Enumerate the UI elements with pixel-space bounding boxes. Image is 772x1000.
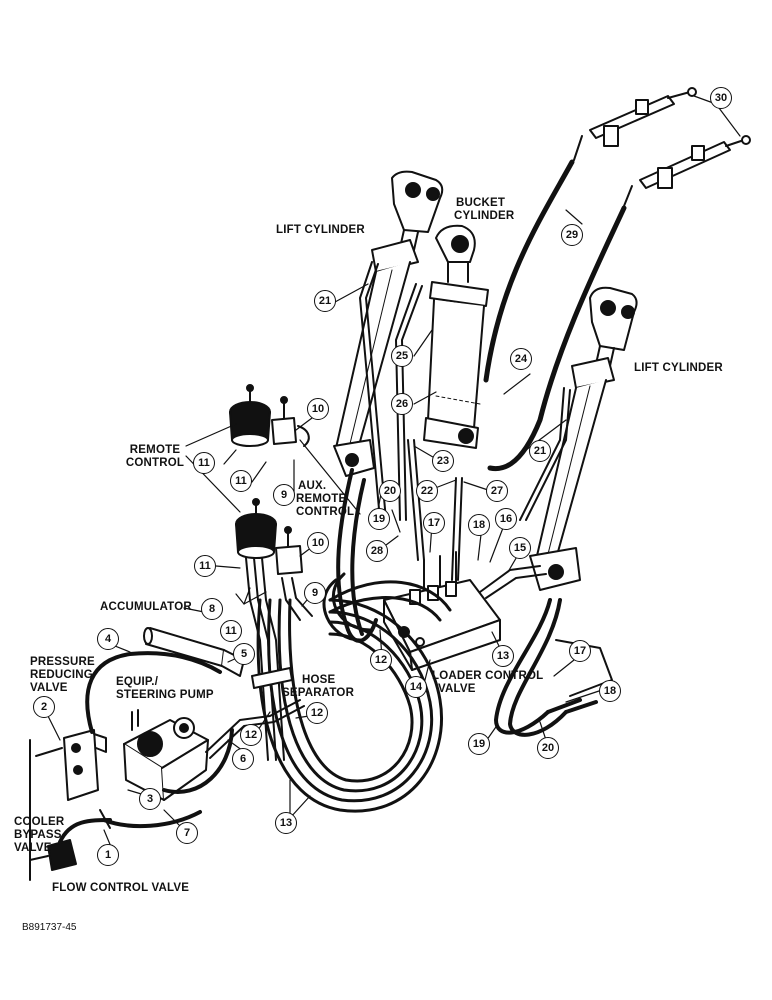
label-cooler-line3: VALVE xyxy=(14,842,52,854)
label-loader-line1: LOADER CONTROL xyxy=(432,670,544,682)
callout-3: 3 xyxy=(139,788,161,810)
equip-steering-pump xyxy=(123,709,209,801)
callout-28: 28 xyxy=(366,540,388,562)
label-bucket-line1: BUCKET xyxy=(456,197,506,209)
label-cooler-line2: BYPASS xyxy=(14,829,62,841)
callout-6: 6 xyxy=(232,748,254,770)
remote-control-lower xyxy=(235,498,303,575)
callout-21-lower: 21 xyxy=(529,440,551,462)
label-loader-line2: VALVE xyxy=(438,683,476,695)
callout-5: 5 xyxy=(233,643,255,665)
callout-11-a: 11 xyxy=(193,452,215,474)
callout-9-lower: 9 xyxy=(304,582,326,604)
callout-18-lower: 18 xyxy=(599,680,621,702)
callout-13-a: 13 xyxy=(492,645,514,667)
callout-12-a: 12 xyxy=(370,649,392,671)
callout-24: 24 xyxy=(510,348,532,370)
callout-13-b: 13 xyxy=(275,812,297,834)
callout-7: 7 xyxy=(176,822,198,844)
callout-21-upper: 21 xyxy=(314,290,336,312)
label-accumulator: ACCUMULATOR xyxy=(100,601,192,613)
hoses-19-20 xyxy=(494,598,613,737)
remote-control-upper xyxy=(229,384,310,447)
label-pressure-line2: REDUCING xyxy=(30,669,93,681)
label-bucket-line2: CYLINDER xyxy=(454,210,515,222)
label-aux-line3: CONTROL xyxy=(296,506,355,518)
tube-lines xyxy=(359,261,571,581)
hoses-29 xyxy=(483,159,627,472)
label-pump-line1: EQUIP./ xyxy=(116,676,159,688)
figure-code: B891737-45 xyxy=(22,922,77,933)
callout-10-upper: 10 xyxy=(307,398,329,420)
callout-1: 1 xyxy=(97,844,119,866)
lift-cylinder-left xyxy=(333,170,444,477)
accumulator xyxy=(143,627,245,677)
callout-11-c: 11 xyxy=(194,555,216,577)
callout-20-upper: 20 xyxy=(379,480,401,502)
callout-14: 14 xyxy=(405,676,427,698)
label-flow-control: FLOW CONTROL VALVE xyxy=(52,882,190,894)
callout-18-upper: 18 xyxy=(468,514,490,536)
pressure-reducing-valve xyxy=(63,729,107,801)
callout-10-lower: 10 xyxy=(307,532,329,554)
label-pressure-line3: VALVE xyxy=(30,682,68,694)
lift-cylinder-right xyxy=(529,286,638,591)
callout-17-lower: 17 xyxy=(569,640,591,662)
callout-25: 25 xyxy=(391,345,413,367)
label-aux-line2: REMOTE xyxy=(296,493,347,505)
callout-30: 30 xyxy=(710,87,732,109)
label-pump-line2: STEERING PUMP xyxy=(116,689,214,701)
flow-control-valve xyxy=(29,739,77,881)
label-cooler-line1: COOLER xyxy=(14,816,65,828)
callout-15: 15 xyxy=(509,537,531,559)
hose-separator xyxy=(251,667,293,689)
callout-16: 16 xyxy=(495,508,517,530)
remote-lines xyxy=(245,557,313,761)
callout-8: 8 xyxy=(201,598,223,620)
callout-29: 29 xyxy=(561,224,583,246)
bucket-cylinder xyxy=(423,224,489,449)
callout-27: 27 xyxy=(486,480,508,502)
callout-19-upper: 19 xyxy=(368,508,390,530)
callout-9-upper: 9 xyxy=(273,484,295,506)
label-remote-line2: CONTROL xyxy=(125,457,185,469)
callout-12-b: 12 xyxy=(306,702,328,724)
callout-2: 2 xyxy=(33,696,55,718)
label-lift-cylinder-left: LIFT CYLINDER xyxy=(276,224,365,236)
callout-19-lower: 19 xyxy=(468,733,490,755)
callout-12-c: 12 xyxy=(240,724,262,746)
label-aux-line1: AUX. xyxy=(298,480,327,492)
fitting-bars xyxy=(573,87,751,207)
callout-22: 22 xyxy=(416,480,438,502)
callout-26: 26 xyxy=(391,393,413,415)
pump-tubes xyxy=(35,699,305,829)
callout-17-upper: 17 xyxy=(423,512,445,534)
label-pressure-line1: PRESSURE xyxy=(30,656,95,668)
callout-11-b: 11 xyxy=(230,470,252,492)
label-hose-sep-line2: SEPARATOR xyxy=(282,687,355,699)
label-lift-cylinder-right: LIFT CYLINDER xyxy=(634,362,723,374)
callout-20-lower: 20 xyxy=(537,737,559,759)
label-hose-sep-line1: HOSE xyxy=(302,674,336,686)
label-remote-line1: REMOTE xyxy=(129,444,181,456)
callout-23: 23 xyxy=(432,450,454,472)
loader-control-valve xyxy=(383,551,547,671)
hoses-left-lift xyxy=(336,468,378,643)
callout-4: 4 xyxy=(97,628,119,650)
callout-11-d: 11 xyxy=(220,620,242,642)
